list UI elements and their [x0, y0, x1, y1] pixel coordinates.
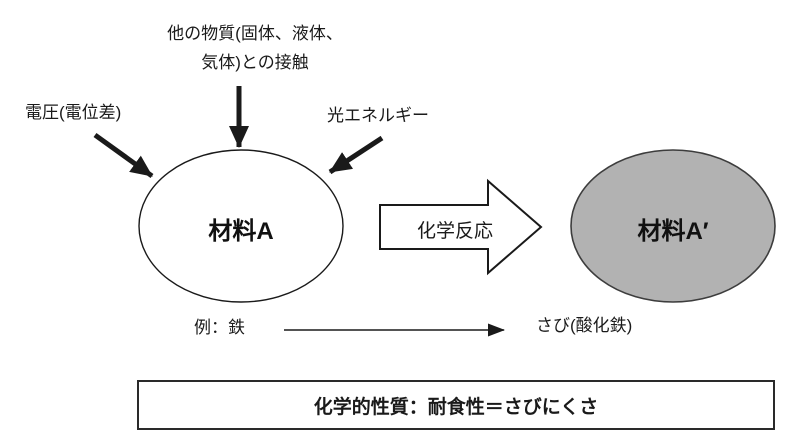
contact-label-line1: 他の物質(固体、液体、 — [167, 24, 343, 43]
caption-text: 化学的性質：耐食性＝さびにくさ — [313, 396, 599, 418]
light-label: 光エネルギー — [327, 106, 429, 125]
example-after-label: さび(酸化鉄) — [536, 316, 633, 335]
caption-box: 化学的性質：耐食性＝さびにくさ — [137, 380, 775, 430]
light-arrow — [328, 135, 384, 175]
reaction-label: 化学反応 — [416, 221, 493, 242]
material-a-ellipse — [138, 149, 344, 303]
contact-label-line2: 気体)との接触 — [201, 53, 309, 72]
contact-label: 他の物質(固体、液体、 気体)との接触 — [105, 19, 405, 77]
voltage-label: 電圧(電位差) — [25, 103, 122, 122]
material-a-prime-label: 材料A′ — [637, 218, 709, 245]
voltage-arrow — [93, 132, 154, 179]
material-a-label: 材料A — [208, 218, 274, 245]
reaction-block-arrow — [379, 178, 543, 276]
example-before-label: 例：鉄 — [194, 318, 245, 337]
material-a-prime-ellipse — [570, 149, 776, 303]
